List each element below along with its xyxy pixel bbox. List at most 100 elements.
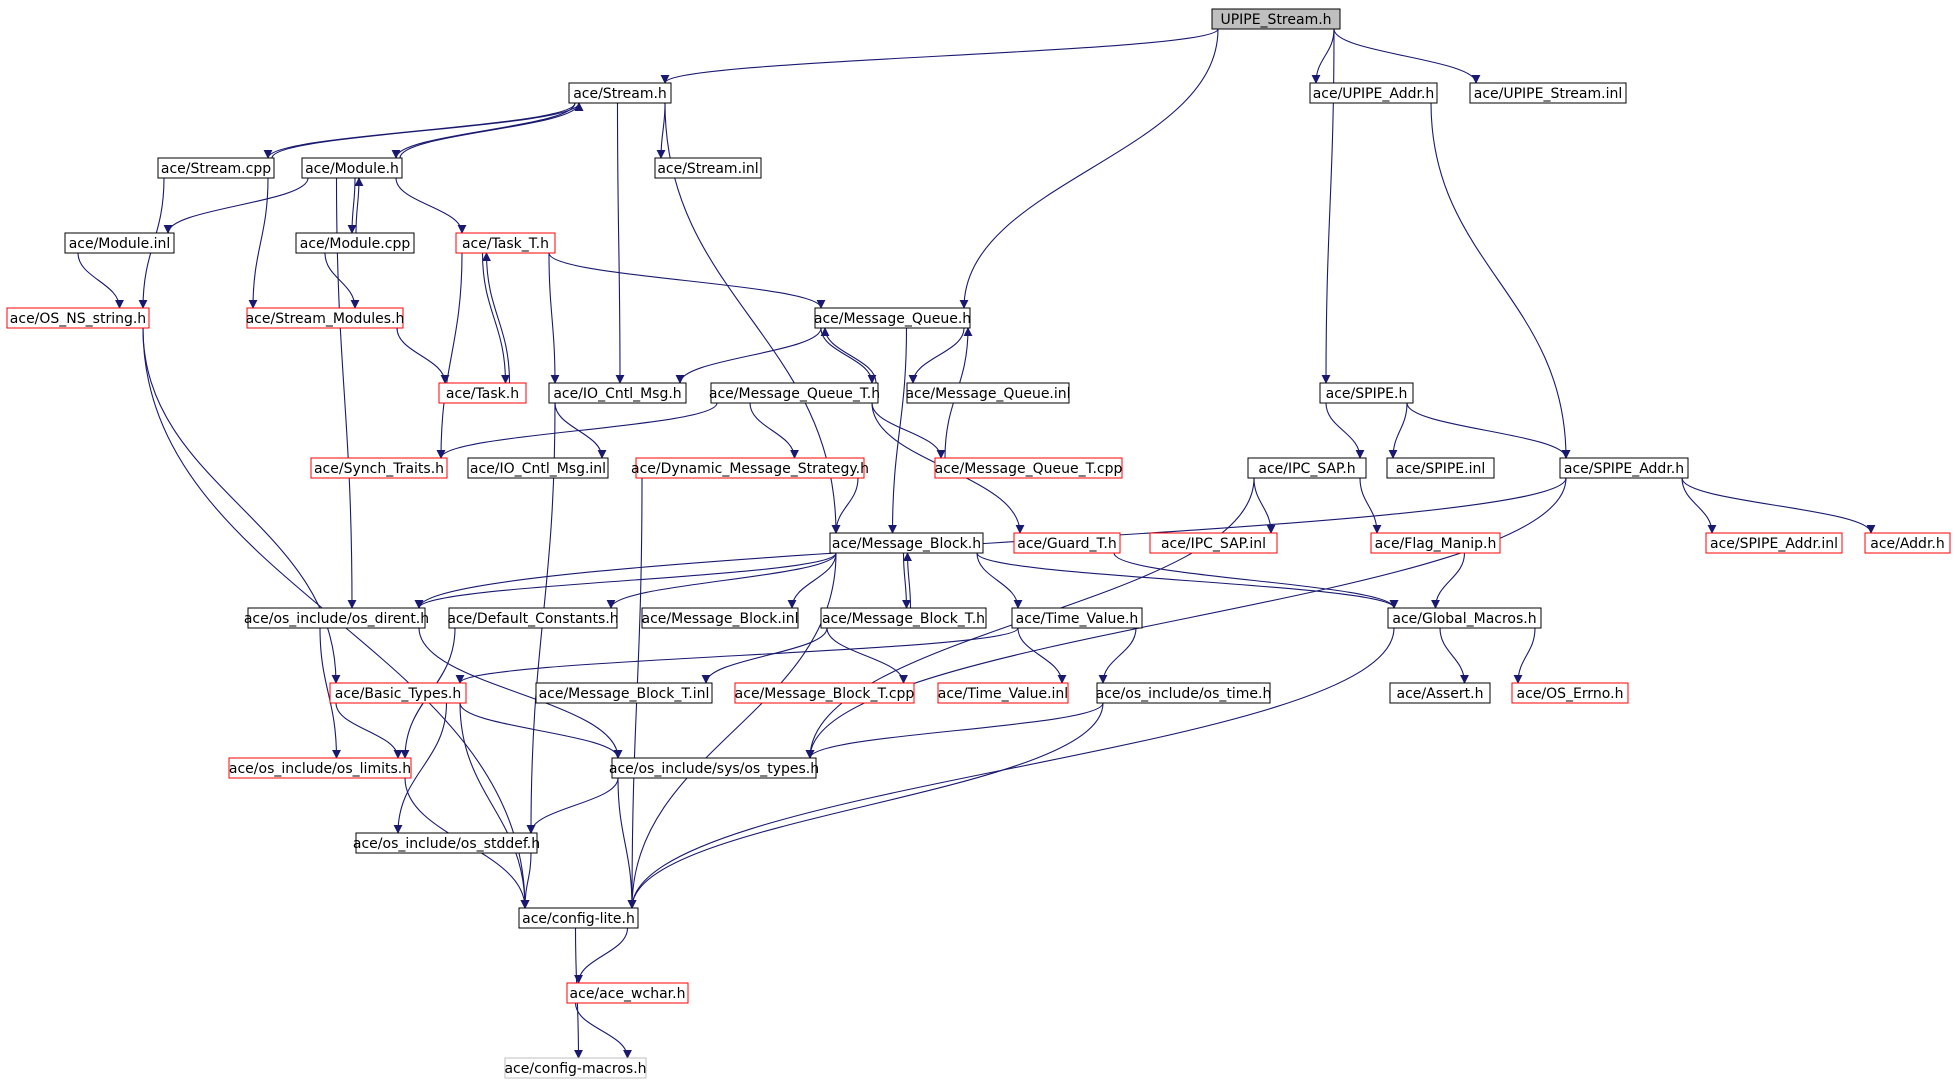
node-stream-h[interactable]: ace/Stream.h	[568, 82, 672, 104]
node-label: ace/os_include/os_dirent.h	[244, 611, 429, 627]
node-stream-inl[interactable]: ace/Stream.inl	[654, 157, 762, 179]
node-global-macros-h[interactable]: ace/Global_Macros.h	[1387, 607, 1542, 629]
node-label: ace/ace_wchar.h	[570, 986, 686, 1002]
edge-module-cpp-to-stream-modules-h	[324, 252, 360, 309]
node-label: ace/os_include/os_time.h	[1096, 686, 1272, 702]
edge-message-block-h-to-os-dirent-h	[414, 552, 837, 609]
node-dynamic-message-strategy-h[interactable]: ace/Dynamic_Message_Strategy.h	[631, 457, 869, 479]
node-io-cntl-msg-h[interactable]: ace/IO_Cntl_Msg.h	[548, 382, 687, 404]
node-label: ace/Message_Block_T.inl	[539, 686, 710, 702]
node-box	[157, 157, 275, 179]
node-message-queue-h[interactable]: ace/Message_Queue.h	[814, 307, 971, 329]
node-label: ace/SPIPE.h	[1326, 386, 1408, 402]
node-label: ace/Message_Queue_T.h	[709, 386, 880, 402]
node-box	[455, 232, 556, 254]
node-box	[355, 832, 538, 854]
node-guard-t-h[interactable]: ace/Guard_T.h	[1013, 532, 1121, 554]
node-module-cpp[interactable]: ace/Module.cpp	[295, 232, 415, 254]
edge-spipe-addr-h-to-os-types-h	[805, 477, 1567, 759]
node-box	[301, 157, 403, 179]
node-box	[1013, 532, 1121, 554]
node-spipe-addr-inl[interactable]: ace/SPIPE_Addr.inl	[1705, 532, 1843, 554]
node-box	[635, 457, 865, 479]
node-message-queue-t-h[interactable]: ace/Message_Queue_T.h	[709, 382, 880, 404]
node-upipe-stream-h[interactable]: UPIPE_Stream.h	[1211, 8, 1341, 30]
node-flag-manip-h[interactable]: ace/Flag_Manip.h	[1370, 532, 1501, 554]
node-label: ace/Module.cpp	[300, 236, 411, 252]
node-assert-h[interactable]: ace/Assert.h	[1389, 682, 1491, 704]
edge-basic-types-h-to-os-stddef-h	[393, 702, 448, 834]
node-message-queue-t-cpp[interactable]: ace/Message_Queue_T.cpp	[934, 457, 1123, 479]
node-label: ace/UPIPE_Addr.h	[1313, 86, 1435, 102]
node-message-block-t-cpp[interactable]: ace/Message_Block_T.cpp	[734, 682, 915, 704]
node-os-time-h[interactable]: ace/os_include/os_time.h	[1096, 682, 1272, 704]
node-os-types-h[interactable]: ace/os_include/sys/os_types.h	[609, 757, 819, 779]
node-label: ace/Time_Value.h	[1016, 611, 1139, 627]
node-label: ace/IO_Cntl_Msg.h	[553, 386, 681, 402]
node-stream-cpp[interactable]: ace/Stream.cpp	[157, 157, 275, 179]
node-stream-modules-h[interactable]: ace/Stream_Modules.h	[246, 307, 405, 329]
node-label: ace/UPIPE_Stream.inl	[1474, 86, 1622, 102]
edge-global-macros-h-to-os-errno-h	[1513, 627, 1536, 684]
edge-upipe-addr-h-to-spipe-addr-h	[1430, 102, 1571, 459]
node-ipc-sap-inl[interactable]: ace/IPC_SAP.inl	[1149, 532, 1278, 554]
node-message-block-h[interactable]: ace/Message_Block.h	[829, 532, 984, 554]
edge-message-block-t-h-to-message-block-t-inl	[701, 627, 828, 684]
node-message-block-t-inl[interactable]: ace/Message_Block_T.inl	[535, 682, 713, 704]
edge-ipc-sap-h-to-flag-manip-h	[1359, 477, 1382, 534]
node-config-macros-h[interactable]: ace/config-macros.h	[504, 1057, 647, 1079]
node-label: ace/Stream.inl	[657, 161, 758, 177]
node-os-ns-string-h[interactable]: ace/OS_NS_string.h	[6, 307, 150, 329]
edge-message-queue-h-to-message-queue-inl	[908, 327, 965, 384]
node-module-h[interactable]: ace/Module.h	[301, 157, 403, 179]
node-time-value-h[interactable]: ace/Time_Value.h	[1011, 607, 1143, 629]
node-time-value-inl[interactable]: ace/Time_Value.inl	[937, 682, 1069, 704]
node-os-dirent-h[interactable]: ace/os_include/os_dirent.h	[244, 607, 429, 629]
node-label: ace/Stream.cpp	[161, 161, 271, 177]
edge-os-time-h-to-os-types-h	[805, 702, 1104, 759]
node-label: ace/Module.inl	[69, 236, 171, 252]
node-label: ace/Message_Queue.h	[814, 311, 971, 327]
node-box	[1319, 382, 1414, 404]
node-spipe-inl[interactable]: ace/SPIPE.inl	[1386, 457, 1495, 479]
node-message-queue-inl[interactable]: ace/Message_Queue.inl	[905, 382, 1071, 404]
edge-global-macros-h-to-assert-h	[1439, 627, 1469, 684]
node-label: ace/Message_Queue_T.cpp	[935, 461, 1123, 477]
node-spipe-h[interactable]: ace/SPIPE.h	[1319, 382, 1414, 404]
edge-time-value-h-to-os-time-h	[1098, 627, 1137, 684]
node-module-inl[interactable]: ace/Module.inl	[64, 232, 175, 254]
edge-module-h-to-stream-h	[399, 102, 584, 159]
edge-module-inl-to-os-ns-string-h	[77, 252, 124, 309]
node-config-lite-h[interactable]: ace/config-lite.h	[518, 907, 639, 929]
node-box	[6, 307, 150, 329]
node-os-stddef-h[interactable]: ace/os_include/os_stddef.h	[353, 832, 540, 854]
edge-upipe-stream-h-to-spipe-h	[1321, 28, 1335, 384]
node-os-errno-h[interactable]: ace/OS_Errno.h	[1511, 682, 1629, 704]
node-label: ace/Message_Block.h	[832, 536, 981, 552]
node-task-h[interactable]: ace/Task.h	[438, 382, 527, 404]
node-io-cntl-msg-inl[interactable]: ace/IO_Cntl_Msg.inl	[467, 457, 609, 479]
edge-stream-modules-h-to-task-h	[396, 327, 450, 384]
node-ace-wchar-h[interactable]: ace/ace_wchar.h	[566, 982, 689, 1004]
node-task-t-h[interactable]: ace/Task_T.h	[455, 232, 556, 254]
node-default-constants-h[interactable]: ace/Default_Constants.h	[447, 607, 619, 629]
edge-module-h-to-task-t-h	[395, 177, 467, 234]
node-basic-types-h[interactable]: ace/Basic_Types.h	[329, 682, 467, 704]
node-synch-traits-h[interactable]: ace/Synch_Traits.h	[310, 457, 448, 479]
node-box	[937, 682, 1069, 704]
node-ipc-sap-h[interactable]: ace/IPC_SAP.h	[1247, 457, 1367, 479]
node-os-limits-h[interactable]: ace/os_include/os_limits.h	[228, 757, 412, 779]
node-label: ace/config-macros.h	[504, 1061, 646, 1077]
node-label: ace/SPIPE_Addr.inl	[1710, 536, 1838, 552]
node-box	[566, 982, 689, 1004]
edge-upipe-stream-h-to-stream-h	[660, 28, 1219, 84]
node-box	[518, 907, 639, 929]
node-message-block-t-h[interactable]: ace/Message_Block_T.h	[820, 607, 987, 629]
edge-message-queue-h-to-io-cntl-msg-h	[675, 327, 822, 384]
node-addr-h[interactable]: ace/Addr.h	[1864, 532, 1951, 554]
node-message-block-inl[interactable]: ace/Message_Block.inl	[641, 607, 799, 629]
node-upipe-stream-inl[interactable]: ace/UPIPE_Stream.inl	[1469, 82, 1627, 104]
node-upipe-addr-h[interactable]: ace/UPIPE_Addr.h	[1309, 82, 1438, 104]
node-spipe-addr-h[interactable]: ace/SPIPE_Addr.h	[1559, 457, 1689, 479]
edge-module-h-to-module-cpp	[347, 177, 357, 234]
